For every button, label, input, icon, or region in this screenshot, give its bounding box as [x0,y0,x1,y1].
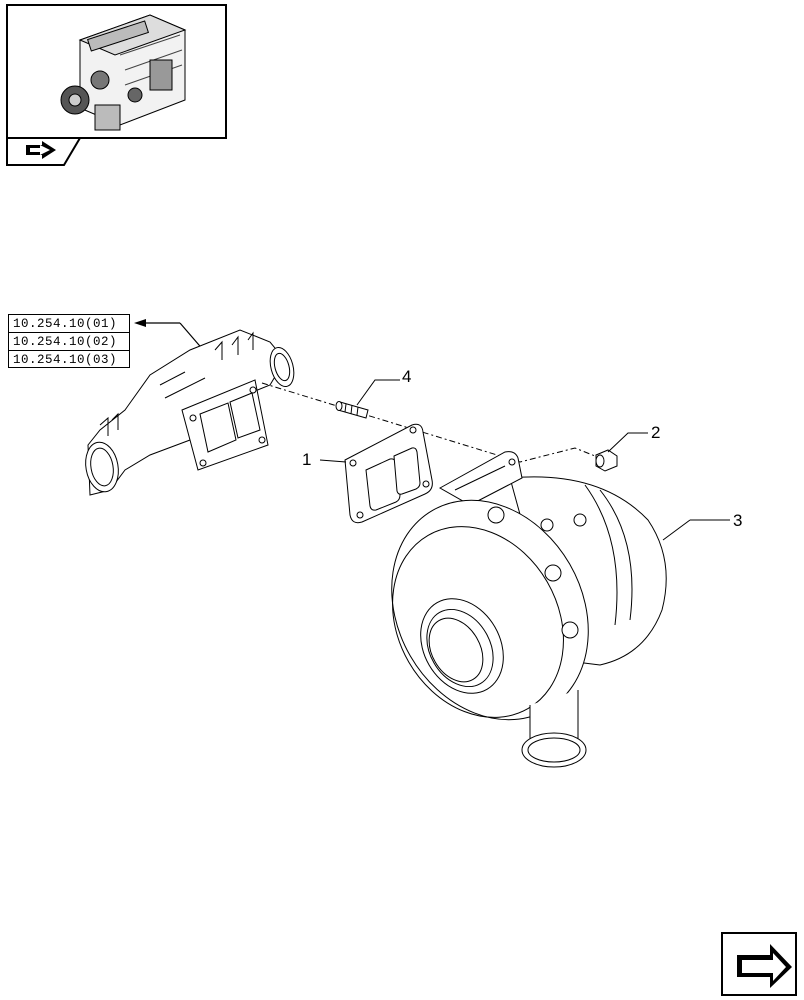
reference-leader [134,319,206,353]
back-arrow-icon[interactable] [26,141,56,159]
callout-1[interactable]: 1 [302,450,312,469]
engine-thumbnail-icon [60,14,187,131]
leader-2 [607,432,648,453]
reference-box: 10.254.10(01) 10.254.10(02) 10.254.10(03… [8,314,130,368]
callout-2[interactable]: 2 [651,423,661,442]
nut-part-2 [595,449,618,472]
assembly-centerline [261,382,601,463]
callout-4[interactable]: 4 [402,367,412,386]
leader-4 [356,379,400,406]
leader-1 [319,459,347,463]
reference-link-01[interactable]: 10.254.10(01) [8,314,130,332]
reference-link-03[interactable]: 10.254.10(03) [8,350,130,368]
leader-3 [662,519,691,541]
next-page-arrow-icon[interactable] [721,932,797,996]
callout-3[interactable]: 3 [733,511,743,530]
reference-link-02[interactable]: 10.254.10(02) [8,332,130,350]
gasket-part-1 [344,423,433,524]
exhaust-manifold [85,329,295,496]
stud-part-4 [335,401,369,419]
turbocharger-part-3 [391,451,667,768]
